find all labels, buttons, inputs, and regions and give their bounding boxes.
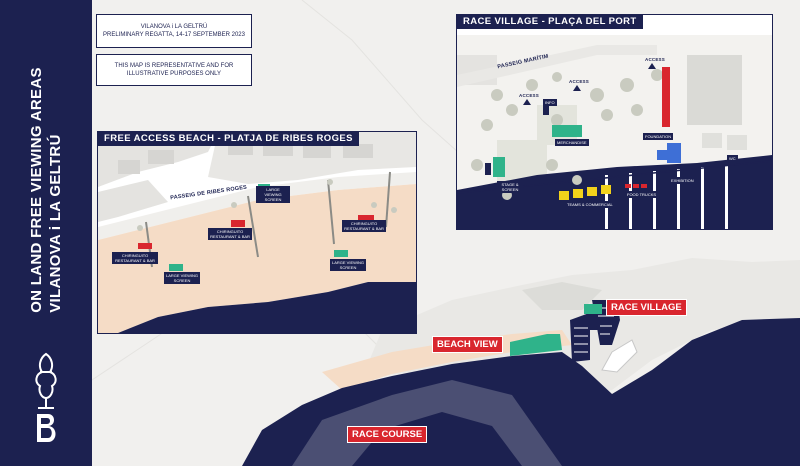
village-label-wc: WC	[727, 155, 738, 162]
event-dates: PRELIMINARY REGATTA, 14-17 SEPTEMBER 202…	[103, 32, 245, 38]
village-label-teams: TEAMS & COMMERCIAL	[565, 201, 615, 208]
disclaimer-box: THIS MAP IS REPRESENTATIVE AND FOR ILLUS…	[96, 54, 252, 86]
village-label-foundation: FOUNDATION	[643, 133, 674, 140]
beach-panel-title: FREE ACCESS BEACH - PLATJA DE RIBES ROGE…	[98, 132, 359, 146]
disclaimer-line2: ILLUSTRATIVE PURPOSES ONLY	[126, 71, 222, 77]
sidebar-title-line2: VILANOVA i LA GELTRÚ	[47, 134, 64, 313]
race-village-panel-title: RACE VILLAGE - PLAÇA DEL PORT	[457, 15, 643, 29]
sidebar-title-line1: ON LAND FREE VIEWING AREAS	[28, 67, 45, 313]
village-access-label-2: ACCESS	[569, 79, 589, 84]
race-village-panel: RACE VILLAGE - PLAÇA DEL PORT PASSEIG MA…	[456, 14, 773, 230]
race-course-label: RACE COURSE	[347, 426, 428, 443]
race-village-panel-map	[457, 15, 772, 229]
beach-label-screen-2: LARGE VIEWING SCREEN	[164, 272, 200, 284]
beach-label-screen-1: LARGE VIEWING SCREEN	[256, 186, 290, 203]
beach-label-bar-1: CHIRINGUITO RESTAURANT & BAR	[112, 252, 158, 264]
village-label-stage: STAGE & SCREEN	[497, 181, 523, 193]
village-label-exhibition: EXHIBITION	[669, 177, 696, 184]
village-access-label-3: ACCESS	[645, 57, 665, 62]
beach-view-label: BEACH VIEW	[432, 336, 503, 353]
beach-panel-map	[98, 132, 416, 333]
village-label-info: INFO	[543, 99, 557, 106]
sidebar: ON LAND FREE VIEWING AREAS VILANOVA i LA…	[0, 0, 92, 466]
sidebar-title: ON LAND FREE VIEWING AREAS VILANOVA i LA…	[27, 67, 65, 313]
event-info-box: VILANOVA i LA GELTRÚ PRELIMINARY REGATTA…	[96, 14, 252, 48]
village-label-food: FOOD TRUCKS	[625, 191, 659, 198]
beach-panel: FREE ACCESS BEACH - PLATJA DE RIBES ROGE…	[97, 131, 417, 334]
beach-label-screen-3: LARGE VIEWING SCREEN	[330, 259, 366, 271]
village-access-label-1: ACCESS	[519, 93, 539, 98]
village-label-merchandise: MERCHANDISE	[555, 139, 589, 146]
disclaimer-line1: THIS MAP IS REPRESENTATIVE AND FOR	[114, 63, 234, 69]
race-village-label: RACE VILLAGE	[606, 299, 687, 316]
event-location: VILANOVA i LA GELTRÚ	[140, 24, 208, 30]
beach-label-bar-2: CHIRINGUITO RESTAURANT & BAR	[208, 228, 252, 240]
americas-cup-logo-icon	[35, 352, 57, 442]
beach-label-bar-3: CHIRINGUITO RESTAURANT & BAR	[342, 220, 386, 232]
